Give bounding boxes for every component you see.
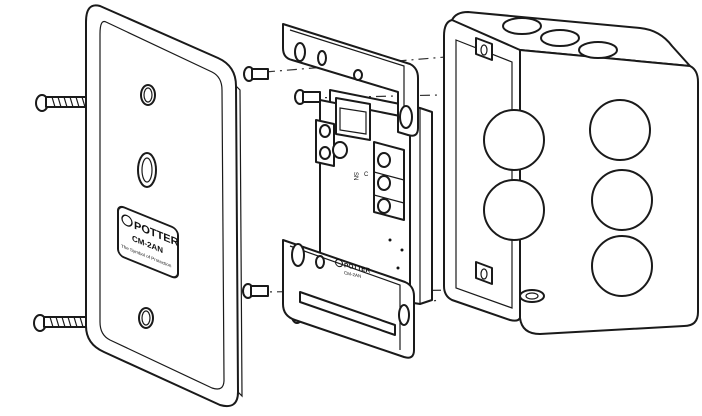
- box-knockout-top-2: [540, 29, 580, 47]
- plate-screw-hole-bottom: [138, 307, 154, 329]
- module-model-text: CM-2AN: [344, 270, 361, 279]
- plate-screw-hole-top: [140, 84, 156, 106]
- box-knockout-top-3: [578, 41, 618, 59]
- control-module: SN C POTTER CM-2AN: [282, 23, 433, 359]
- box-knockout-front-2: [589, 99, 651, 161]
- terminal-block: [373, 141, 405, 221]
- box-knockout-front-4: [591, 169, 653, 231]
- box-knockout-front-5: [591, 235, 653, 297]
- box-knockout-top-1: [502, 17, 542, 35]
- box-knockout-front-3: [483, 179, 545, 241]
- plate-label: POTTER CM-2AN The Symbol of Protection: [117, 205, 179, 279]
- plate-screw-top: [35, 94, 94, 112]
- terminal-marking-left: SN: [352, 172, 358, 180]
- terminal-marking-right: C: [364, 172, 369, 178]
- plate-screw-bottom: [33, 314, 92, 332]
- electrical-box: [443, 11, 699, 335]
- cover-plate: POTTER CM-2AN The Symbol of Protection: [85, 4, 243, 408]
- box-knockout-front-1: [483, 109, 545, 171]
- plate-center-hole: [137, 152, 157, 188]
